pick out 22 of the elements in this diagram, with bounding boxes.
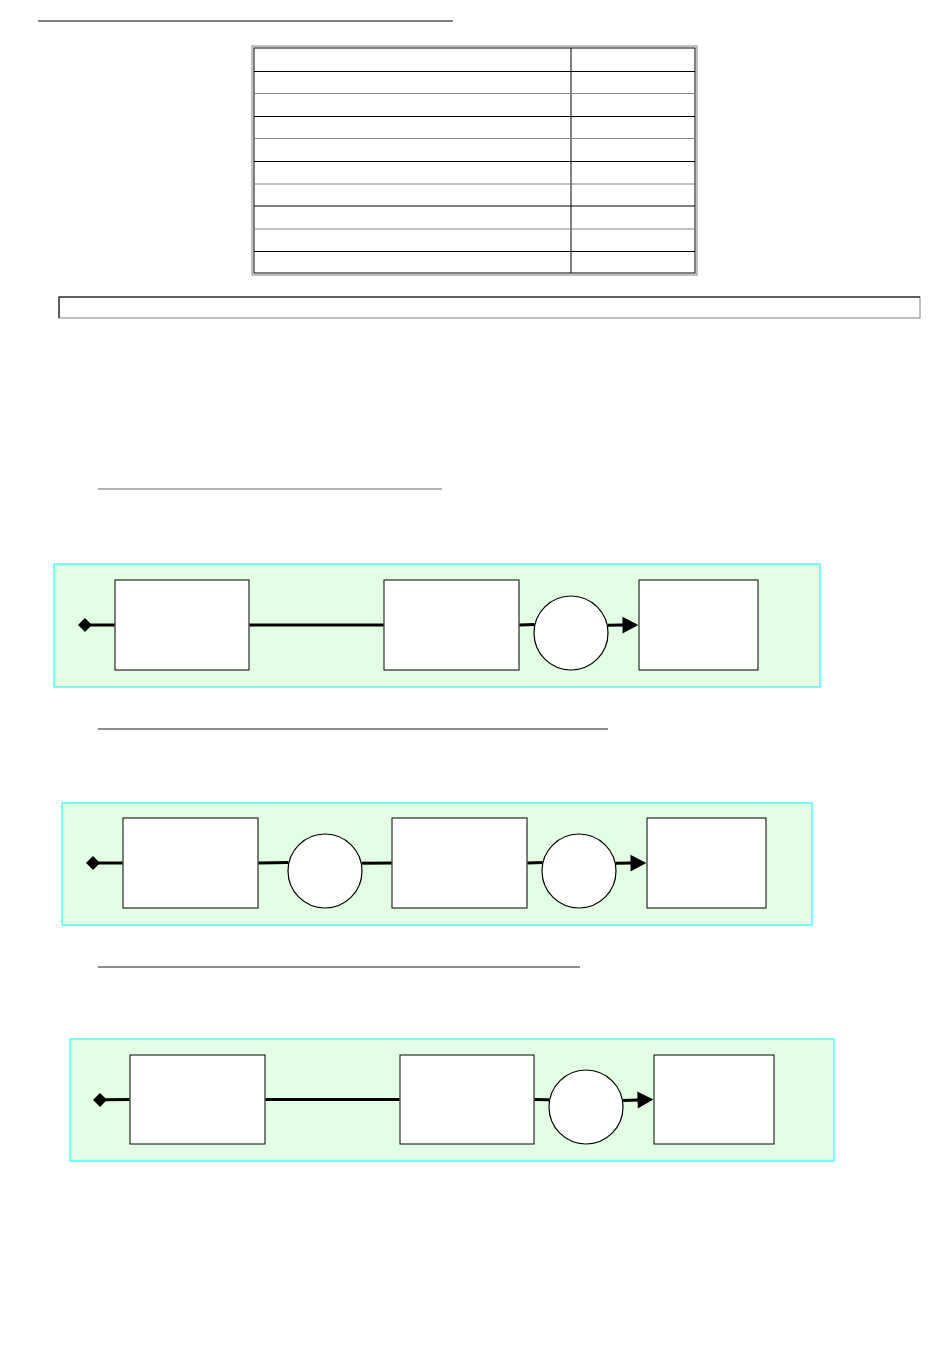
empty-box: [383, 579, 520, 671]
diamond-end-line: [78, 618, 115, 632]
connector-line: [265, 1098, 400, 1101]
diamond-end-line: [86, 856, 123, 870]
circle: [533, 595, 609, 671]
empty-box: [399, 1054, 535, 1145]
empty-box: [122, 817, 259, 909]
circle: [287, 833, 363, 909]
connector-line: [527, 861, 543, 865]
connector-line: [258, 861, 289, 865]
circle: [541, 833, 617, 909]
empty-box: [638, 579, 759, 671]
circle: [548, 1069, 624, 1145]
empty-box: [646, 817, 767, 909]
empty-box: [653, 1054, 775, 1145]
empty-box: [391, 817, 528, 909]
connector-line: [519, 623, 535, 627]
connector-line: [249, 623, 384, 627]
connector-line: [361, 861, 392, 865]
empty-box: [114, 579, 250, 671]
connector-line: [534, 1098, 550, 1102]
empty-box: [129, 1054, 266, 1145]
